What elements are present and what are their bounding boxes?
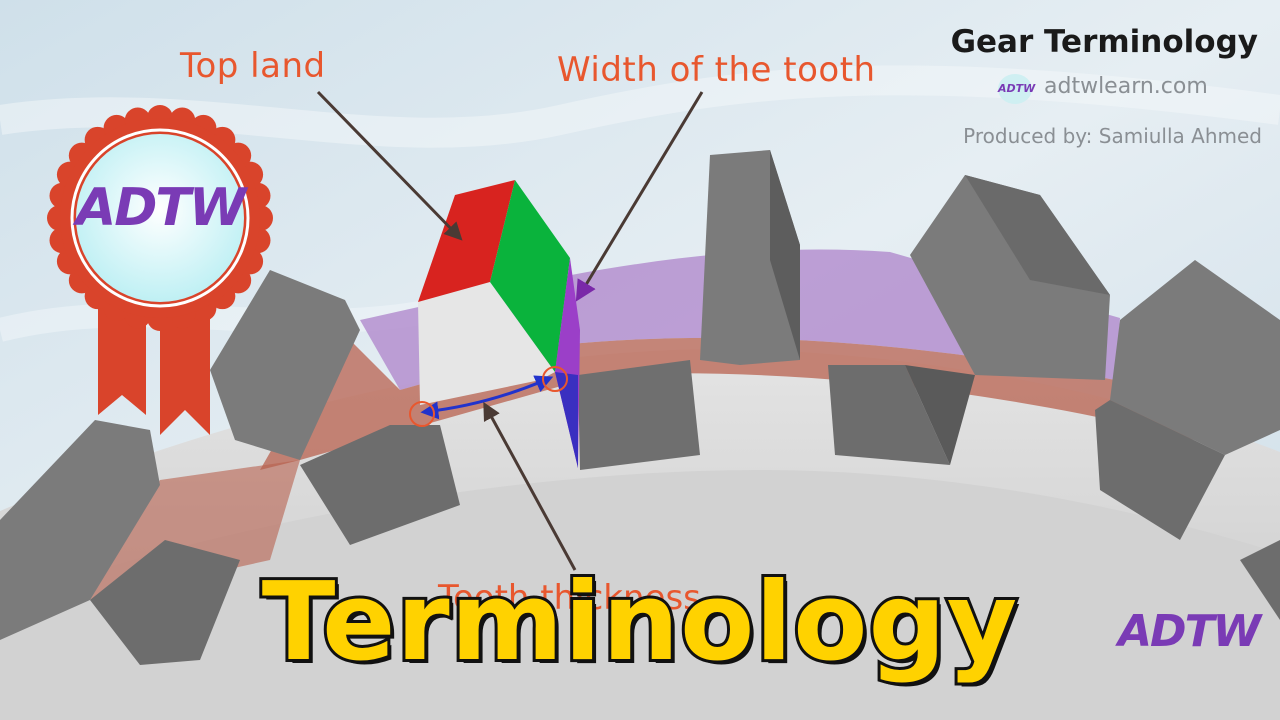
ribbon-right	[160, 300, 210, 435]
site-url: adtwlearn.com	[1044, 74, 1208, 99]
gear-tooth	[90, 540, 240, 665]
gear-tooth-side	[770, 150, 800, 360]
medal-logo-icon: ADTW	[76, 178, 246, 238]
flank-face	[555, 372, 578, 468]
gear-tooth-side	[965, 175, 1110, 295]
corner-logo-icon: ADTW	[1118, 606, 1261, 657]
gear-tooth	[578, 360, 700, 470]
gear-tooth	[0, 420, 160, 640]
gear-teeth-front	[90, 360, 1280, 665]
gear-tooth	[210, 270, 360, 460]
gear-teeth	[0, 150, 1280, 640]
marker-circle-right	[542, 366, 568, 392]
gear-tooth	[1240, 540, 1280, 620]
width-face	[490, 180, 570, 372]
gear-tooth	[1110, 260, 1280, 455]
tooth-thickness-arc	[420, 375, 554, 420]
medal-inner-ring	[70, 128, 250, 308]
gear-body-lower	[0, 470, 1280, 720]
gear-tooth	[828, 365, 950, 465]
thickness-leader	[483, 401, 577, 571]
site-title: Gear Terminology	[950, 24, 1258, 60]
gear-tooth	[1095, 400, 1225, 540]
medal-face	[76, 134, 244, 302]
tooth-thickness-label: Tooth thickness	[438, 578, 701, 618]
top-land-leader	[316, 90, 463, 241]
width-leader	[575, 91, 704, 302]
banner-title: Terminology	[259, 557, 1020, 688]
marker-circle-left	[409, 401, 435, 427]
ribbon-left	[98, 300, 146, 415]
site-logo-icon: ADTW	[998, 74, 1035, 104]
gear-tooth	[300, 425, 460, 545]
tooth-face	[418, 282, 555, 405]
producer-credit: Produced by: Samiulla Ahmed	[963, 124, 1262, 148]
award-badge	[47, 105, 273, 435]
highlighted-tooth	[418, 180, 580, 468]
gear-tooth-side	[905, 365, 975, 465]
top-land-label: Top land	[180, 46, 326, 86]
width-of-tooth-label: Width of the tooth	[557, 50, 876, 90]
top-land-face	[418, 180, 515, 302]
